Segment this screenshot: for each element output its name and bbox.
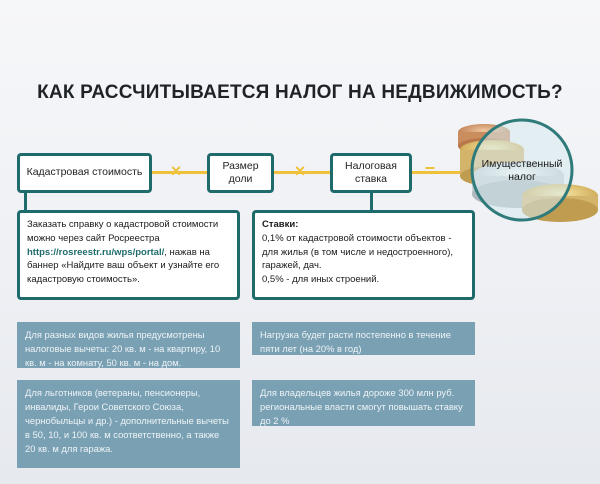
multiply-operator: ×: [170, 161, 182, 181]
cadastral-info-box: Заказать справку о кадастровой стоимости…: [17, 210, 240, 300]
note-deductions: Для разных видов жилья предусмотрены нал…: [17, 322, 240, 368]
note-beneficiaries: Для льготников (ветераны, пенсионеры, ин…: [17, 380, 240, 468]
note-gradual-increase: Нагрузка будет расти постепенно в течени…: [252, 322, 475, 355]
page-title: КАК РАССЧИТЫВАЕТСЯ НАЛОГ НА НЕДВИЖИМОСТЬ…: [37, 82, 563, 103]
connector-cadastral: [24, 193, 27, 211]
connector-rate: [370, 193, 373, 211]
step-label: Кадастровая стоимость: [26, 166, 143, 179]
multiply-operator: ×: [294, 161, 306, 181]
coins-illustration: [458, 118, 598, 222]
step-property-tax: Имущественный налог: [470, 158, 574, 184]
step-label: Размер доли: [222, 159, 259, 185]
note-expensive-property: Для владельцев жилья дороже 300 млн руб.…: [252, 380, 475, 426]
rates-heading: Ставки:: [262, 219, 299, 230]
cadastral-info-text: Заказать справку о кадастровой стоимости…: [27, 219, 219, 244]
step-tax-rate: Налоговая ставка: [330, 153, 412, 193]
flow-line: [150, 171, 480, 174]
equals-operator: =: [424, 161, 436, 181]
step-label: Имущественный налог: [481, 158, 563, 184]
step-label: Налоговая ставка: [345, 159, 397, 185]
step-share-size: Размер доли: [207, 153, 274, 193]
step-cadastral-value: Кадастровая стоимость: [17, 153, 152, 193]
rates-line-housing: 0,1% от кадастровой стоимости объектов -…: [262, 232, 453, 272]
rates-line-other: 0,5% - для иных строений.: [262, 274, 380, 286]
rosreestr-link[interactable]: https://rosreestr.ru/wps/portal/: [27, 246, 165, 258]
rates-info-box: Ставки: 0,1% от кадастровой стоимости об…: [252, 210, 475, 300]
cadastral-info-text-after: , нажав на баннер «Найдите ваш объект и …: [27, 246, 220, 286]
